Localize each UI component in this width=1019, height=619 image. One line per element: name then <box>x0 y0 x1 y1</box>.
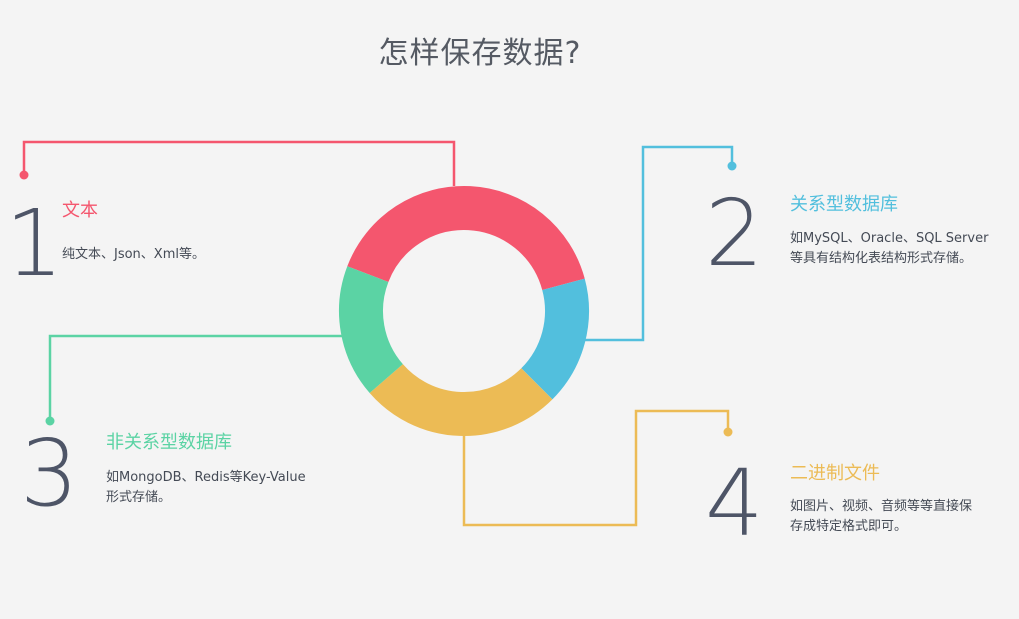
page-title: 怎样保存数据? <box>378 36 582 71</box>
connector-line-1 <box>22 140 456 186</box>
item-2-title: 关系型数据库 <box>790 194 898 215</box>
connector-dot-3 <box>45 416 55 426</box>
item-3-desc-line-2: 形式存储。 <box>106 490 172 505</box>
item-4-desc-line-2: 存成特定格式即可。 <box>790 519 908 534</box>
item-1-title: 文本 <box>62 200 98 221</box>
item-2-desc-line-2: 等具有结构化表结构形式存储。 <box>790 251 973 266</box>
connector-dot-2 <box>727 161 737 171</box>
segment-relational-db <box>520 278 589 400</box>
connector-line-4 <box>462 409 730 527</box>
item-2-desc: 如MySQL、Oracle、SQL Server 等具有结构化表结构形式存储。 <box>790 229 988 269</box>
item-4-desc: 如图片、视频、音频等等直接保 存成特定格式即可。 <box>790 497 972 537</box>
connector-line-2 <box>584 145 734 342</box>
connector-line-3 <box>48 334 345 418</box>
connector-dot-4 <box>723 427 733 437</box>
item-4-number: 4 <box>705 450 764 557</box>
connector-dot-1 <box>19 170 29 180</box>
segment-text <box>347 186 585 291</box>
item-2-number: 2 <box>705 180 764 287</box>
item-2-desc-line-1: 如MySQL、Oracle、SQL Server <box>790 231 989 246</box>
item-1-number: 1 <box>5 190 64 297</box>
item-3-title: 非关系型数据库 <box>106 432 232 453</box>
item-1-desc-line-1: 纯文本、Json、Xml等。 <box>62 247 205 262</box>
item-4-title: 二进制文件 <box>790 463 880 484</box>
segment-binary-file <box>369 363 553 436</box>
segment-nosql-db <box>339 266 404 393</box>
item-4-desc-line-1: 如图片、视频、音频等等直接保 <box>790 499 973 514</box>
item-3-desc-line-1: 如MongoDB、Redis等Key-Value <box>106 470 306 485</box>
item-3-desc: 如MongoDB、Redis等Key-Value 形式存储。 <box>106 468 306 508</box>
item-1-desc: 纯文本、Json、Xml等。 <box>62 245 205 265</box>
item-3-number: 3 <box>20 420 79 527</box>
